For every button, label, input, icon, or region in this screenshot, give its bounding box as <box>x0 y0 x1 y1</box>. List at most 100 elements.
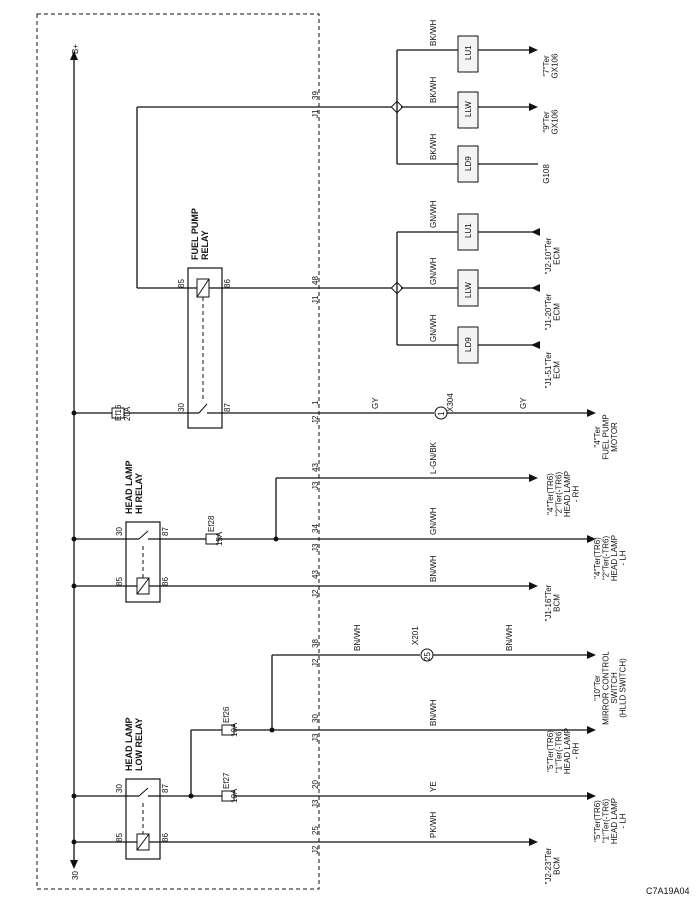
destination-line: ECM <box>553 247 562 265</box>
head-lamp-low-relay: HEAD LAMP LOW RELAY 30 87 85 86 <box>115 718 170 860</box>
destination-line: "4"Ter(TR6) <box>593 537 602 579</box>
head-lamp-hi-relay: HEAD LAMP HI RELAY 30 87 85 86 <box>115 461 170 603</box>
destination-d9: "4"Ter(TR6)"2"Ter(-TR6)HEAD LAMP- LH <box>593 535 628 581</box>
destination-line: "J1-20"Ter <box>544 293 553 330</box>
conn-j2-43-pin: 43 <box>311 570 320 579</box>
destination-line: (HLLD SWITCH) <box>619 658 628 718</box>
destination-d12: "5"Ter(TR6)"1"Ter(-TR6)HEAD LAMP- RH <box>546 728 581 774</box>
destination-line: "2"Ter(-TR6) <box>555 471 564 516</box>
wire-gnwh-hi: GN/WH <box>429 507 438 535</box>
destination-line: "J1-51"Ter <box>544 351 553 388</box>
low-relay-title-1: HEAD LAMP <box>124 718 134 772</box>
conn-j3-43-conn: J3 <box>311 481 320 490</box>
fuel-pump-relay-title-2: RELAY <box>200 230 210 260</box>
destination-d3: G108 <box>542 164 551 184</box>
option-ld9-b: LD9 <box>464 337 473 352</box>
hi-relay-switch <box>138 530 149 540</box>
option-lu1-b: LU1 <box>464 223 473 238</box>
destination-line: FUEL PUMP <box>602 414 611 460</box>
conn-j2-1-pin: 1 <box>311 400 320 405</box>
option-box-lu1-a <box>457 35 479 73</box>
conn-j1-48-conn: J1 <box>311 295 320 304</box>
conn-j3-20-conn: J3 <box>311 799 320 808</box>
hi-relay-title-2: HI RELAY <box>134 473 144 514</box>
wire-gnwh-3: GN/WH <box>429 314 438 342</box>
option-llw-b: LLW <box>464 282 473 298</box>
conn-j2-1-conn: J2 <box>311 415 320 424</box>
low-relay-pin-85: 85 <box>115 833 124 842</box>
hi-relay-pin-85: 85 <box>115 577 124 586</box>
destination-line: "1"Ter(-TR6) <box>602 798 611 843</box>
conn-j3-30-pin: 30 <box>311 714 320 723</box>
destination-line: HEAD LAMP <box>610 535 619 581</box>
wire-gnwh-1: GN/WH <box>429 200 438 228</box>
wire-bnwh-3: BN/WH <box>429 699 438 726</box>
low-relay-pin-87: 87 <box>161 784 170 793</box>
conn-j1-48-pin: 48 <box>311 276 320 285</box>
bplus-arrow-icon <box>70 51 78 60</box>
hi-relay-title-1: HEAD LAMP <box>124 461 134 515</box>
fuel-pump-relay-pin-30: 30 <box>177 403 186 412</box>
destination-line: GX106 <box>551 53 560 78</box>
destination-line: GX106 <box>551 109 560 134</box>
destination-line: - LH <box>619 813 628 828</box>
conn-j2-25-conn: J2 <box>311 845 320 854</box>
fuel-pump-relay-pin-85: 85 <box>177 279 186 288</box>
destination-line: ECM <box>553 361 562 379</box>
conn-j3-30-conn: J3 <box>311 733 320 742</box>
inline-x304-name: X304 <box>446 393 455 412</box>
inline-x201-name: X201 <box>411 626 420 645</box>
wire-gy-2: GY <box>519 397 528 409</box>
destination-line: HEAD LAMP <box>563 471 572 517</box>
conn-j2-38-pin: 38 <box>311 639 320 648</box>
fuel-pump-relay: FUEL PUMP RELAY 85 86 30 87 <box>177 208 232 429</box>
hi-relay-pin-30: 30 <box>115 527 124 536</box>
inline-x304-pin: 1 <box>437 411 446 416</box>
destination-line: BCM <box>553 857 562 875</box>
fuse-ef27-name: Ef27 <box>222 772 231 789</box>
destination-line: ECM <box>553 303 562 321</box>
destination-line: "J2-10"Ter <box>544 237 553 274</box>
destination-line: - RH <box>572 486 581 503</box>
conn-j1-39-conn: J1 <box>311 109 320 118</box>
destination-line: BCM <box>553 594 562 612</box>
destination-line: MOTOR <box>610 422 619 452</box>
destination-line: G108 <box>542 164 551 184</box>
hi-relay-pin-87: 87 <box>161 527 170 536</box>
conn-j3-20-pin: 20 <box>311 780 320 789</box>
destination-d13: "5"Ter(TR6)"1"Ter(-TR6)HEAD LAMP- LH <box>593 798 628 844</box>
bus-bottom-label: 30 <box>71 871 80 880</box>
destination-line: - RH <box>572 743 581 760</box>
hi-relay-pin-86: 86 <box>161 577 170 586</box>
destination-line: "4"Ter <box>593 426 602 448</box>
destination-line: "7"Ter <box>542 55 551 77</box>
destination-line: "9"Ter <box>542 111 551 133</box>
option-lu1-a: LU1 <box>464 45 473 60</box>
fuse-ef16-name: Ef16 <box>114 404 123 421</box>
destination-line: MIRROR CONTROL <box>602 651 611 725</box>
wire-pkwh: PK/WH <box>429 812 438 838</box>
destination-line: "2"Ter(-TR6) <box>602 535 611 580</box>
destination-line: "4"Ter(TR6) <box>546 473 555 515</box>
destination-line: "J2-23"Ter <box>544 847 553 884</box>
destination-line: "10"Ter <box>593 675 602 701</box>
wire-bkwh-2: BK/WH <box>429 77 438 103</box>
wire-ye: YE <box>429 781 438 792</box>
conn-j1-39-pin: 39 <box>311 91 320 100</box>
wire-bnwh-1: BN/WH <box>353 624 362 651</box>
conn-j2-43-conn: J2 <box>311 589 320 598</box>
fuse-ef28-name: Ef28 <box>207 515 216 532</box>
destination-line: - LH <box>619 550 628 565</box>
option-box-llw-a <box>457 91 479 129</box>
wire-lgnbk: L-GN/BK <box>429 441 438 474</box>
